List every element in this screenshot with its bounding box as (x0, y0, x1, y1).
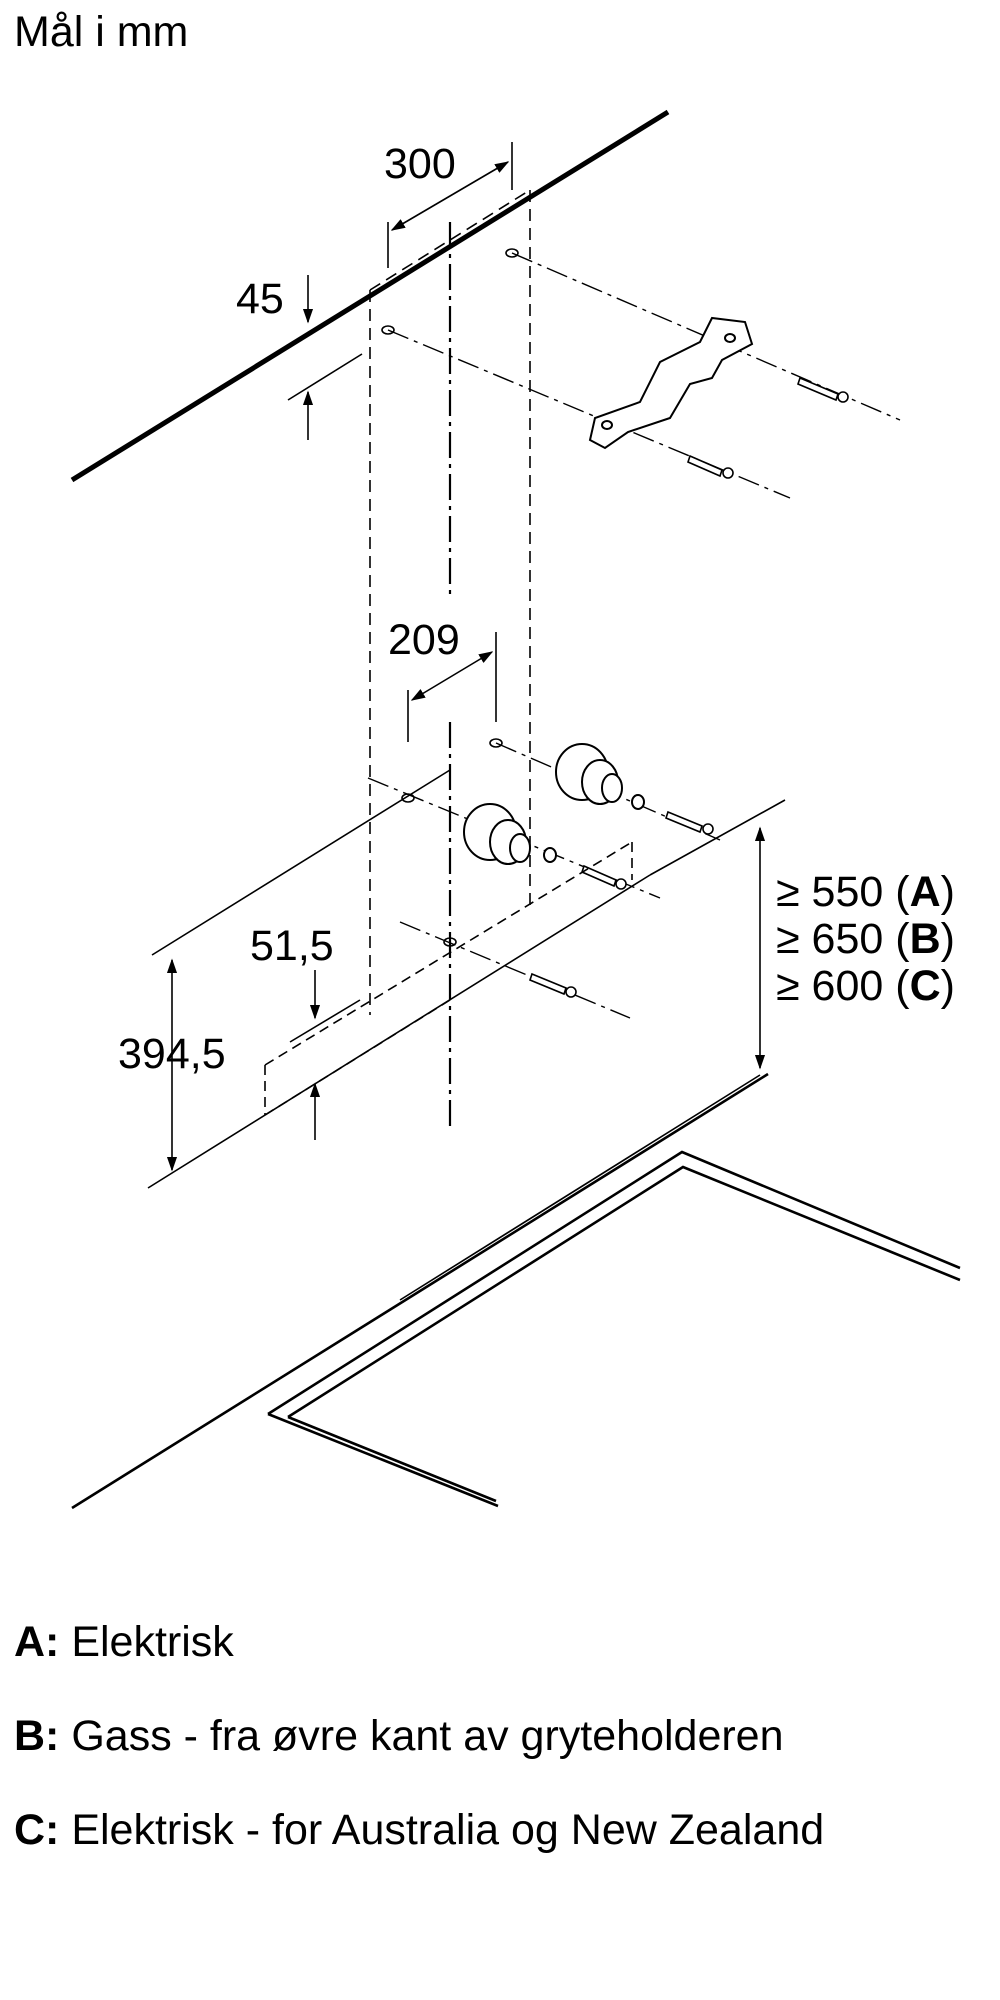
dim-209 (407, 632, 497, 742)
legend-a-text: Elektrisk (71, 1618, 234, 1666)
units-title: Mål i mm (14, 8, 188, 56)
clearance-c-letter: C (910, 962, 941, 1010)
dim-209-label: 209 (388, 616, 460, 664)
legend-a-key: A: (14, 1618, 60, 1666)
dim-300 (387, 142, 513, 268)
upper-holes (381, 248, 519, 335)
legend-b-text: Gass - fra øvre kant av gryteholderen (71, 1712, 784, 1760)
legend-c-text: Elektrisk - for Australia og New Zealand (71, 1806, 825, 1854)
upper-bracket (588, 316, 754, 450)
clearance-a-value: ≥ 550 (776, 868, 883, 916)
clearance-b: ≥ 650 (B) (776, 915, 955, 963)
cooktop (71, 1072, 961, 1510)
dim-300-label: 300 (384, 140, 456, 188)
clearance-b-letter: B (910, 915, 941, 963)
legend-b-key: B: (14, 1712, 60, 1760)
dim-3945-label: 394,5 (118, 1030, 226, 1078)
legend-a: A: Elektrisk (14, 1618, 234, 1667)
clearance-b-value: ≥ 650 (776, 915, 883, 963)
dim-515 (289, 970, 361, 1140)
hood-outline (147, 769, 786, 1301)
legend-c-key: C: (14, 1806, 60, 1854)
clearance-c-value: ≥ 600 (776, 962, 883, 1010)
upper-screws (687, 376, 849, 479)
dim-515-label: 51,5 (250, 922, 334, 970)
dim-45-label: 45 (236, 275, 284, 323)
clearance-a-letter: A (910, 868, 941, 916)
wall-plugs (463, 743, 645, 865)
mid-screws (529, 810, 714, 998)
clearance-a: ≥ 550 (A) (776, 868, 955, 916)
upper-axis-lines (387, 252, 901, 499)
dim-45 (287, 275, 363, 440)
legend-b: B: Gass - fra øvre kant av gryteholderen (14, 1712, 784, 1761)
clearance-c: ≥ 600 (C) (776, 962, 955, 1010)
mid-axis-lines (367, 742, 721, 1019)
legend-c: C: Elektrisk - for Australia og New Zeal… (14, 1806, 824, 1855)
mid-holes (401, 738, 503, 947)
